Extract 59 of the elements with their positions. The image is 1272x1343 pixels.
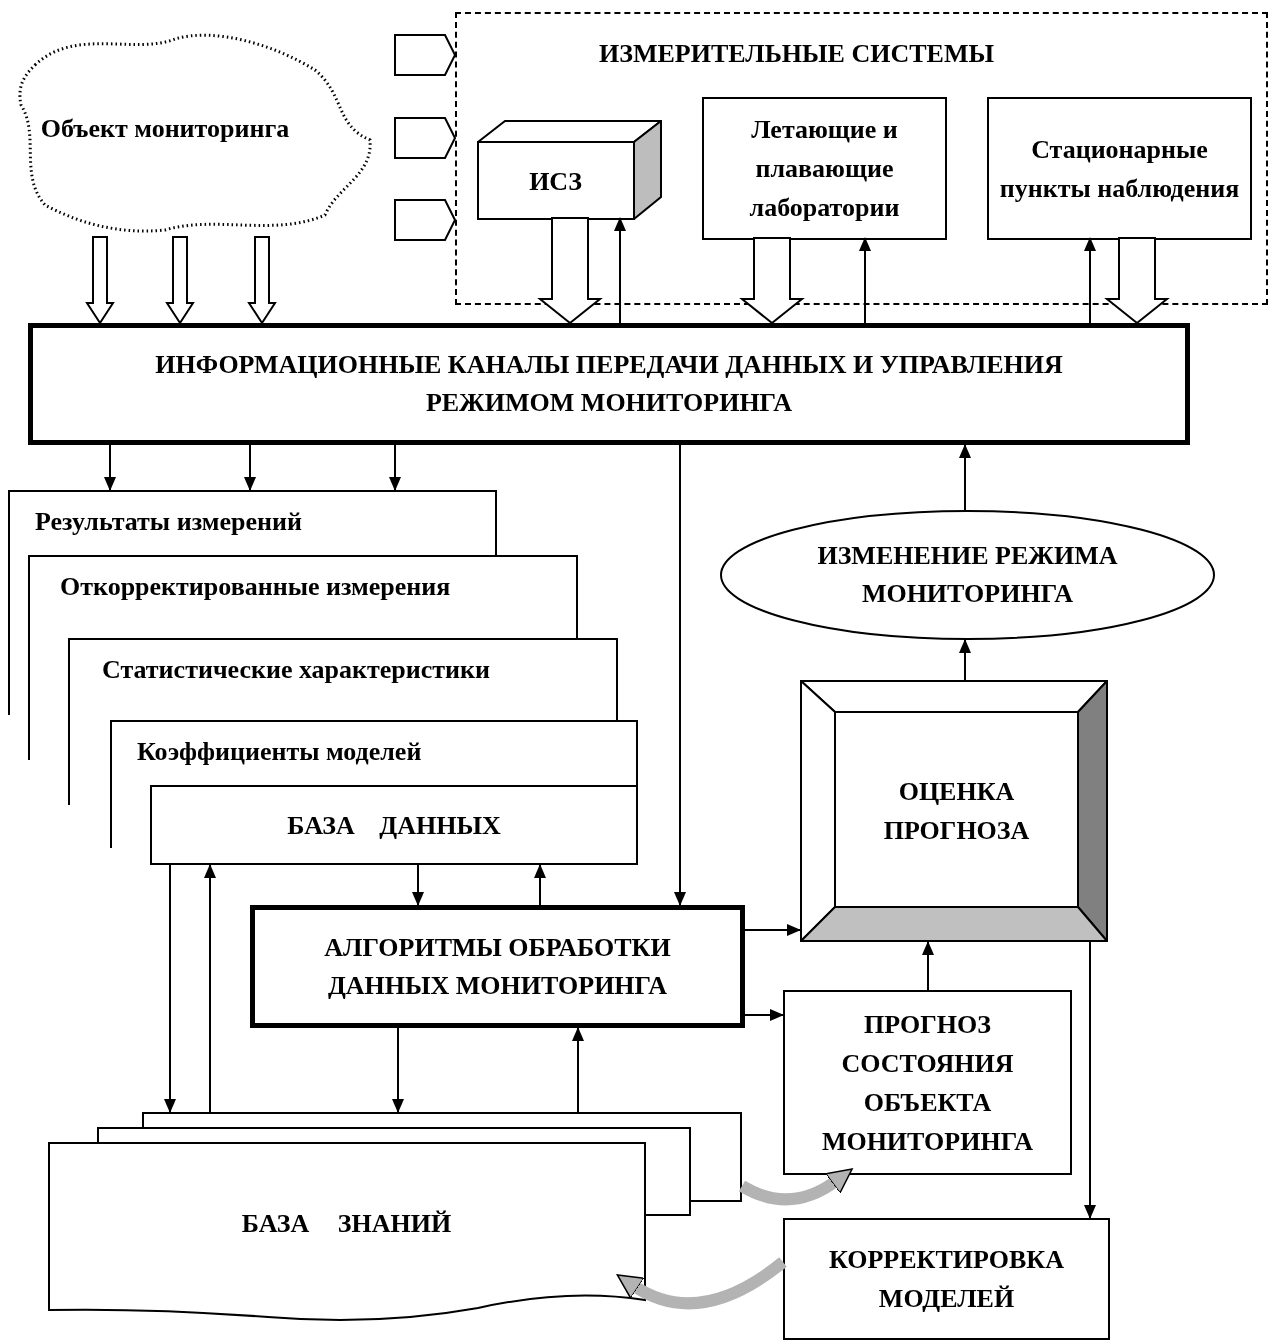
arrow: [412, 864, 424, 906]
process-box: [987, 97, 1252, 240]
arrow: [859, 237, 871, 324]
node-label: ИЗМЕРИТЕЛЬНЫЕ СИСТЕМЫ: [599, 38, 994, 70]
node-label: ОЦЕНКА ПРОГНОЗА: [882, 776, 1031, 847]
arrow: [389, 444, 401, 491]
node-label: Объект мониторинга: [40, 113, 290, 145]
arrow: [959, 444, 971, 511]
arrow: [959, 639, 971, 681]
process-box: [783, 990, 1072, 1175]
process-box: [702, 97, 947, 240]
block-arrow: [165, 236, 195, 325]
stacked-sheet: [110, 720, 638, 785]
block-arrow: [537, 217, 603, 325]
node-label: Результаты измерений: [35, 507, 302, 536]
block-arrow: [394, 117, 457, 159]
arrow: [614, 217, 626, 324]
arrow: [674, 444, 686, 906]
arrow: [204, 864, 216, 1113]
node-label: Летающие и плавающие лаборатории: [748, 114, 901, 224]
stacked-sheet: [8, 490, 497, 555]
node-label: ИСЗ: [529, 165, 582, 198]
node-label: Откорректированные измерения: [60, 572, 451, 601]
node-label: Статистические характеристики: [102, 655, 491, 684]
arrow: [104, 444, 116, 491]
stacked-sheet: [68, 638, 618, 720]
block-arrow: [1104, 237, 1170, 325]
node-label: БАЗА ЗНАНИЙ: [241, 1207, 452, 1240]
process-box: [783, 1218, 1110, 1340]
arrow: [1084, 237, 1096, 324]
arrow: [744, 1009, 784, 1021]
block-arrow: [247, 236, 277, 325]
curved-arrow: [616, 1257, 787, 1310]
node-label: Стационарные пункты наблюдения: [998, 133, 1241, 205]
curved-arrow: [739, 1169, 854, 1206]
group-frame: [455, 12, 1268, 305]
node-label: АЛГОРИТМЫ ОБРАБОТКИ ДАННЫХ МОНИТОРИНГА: [323, 931, 672, 1002]
arrow: [164, 864, 176, 1113]
node-label: Коэффициенты моделей: [137, 737, 422, 766]
process-box: [250, 905, 745, 1028]
arrow: [534, 864, 546, 906]
block-arrow: [85, 236, 115, 325]
arrow: [392, 1027, 404, 1113]
arrow: [744, 924, 801, 936]
block-arrow: [394, 199, 457, 241]
arrow: [922, 941, 934, 991]
process-box: [150, 785, 638, 865]
node-label: КОРРЕКТИРОВКА МОДЕЛЕЙ: [828, 1244, 1065, 1315]
node-label: ИНФОРМАЦИОННЫЕ КАНАЛЫ ПЕРЕДАЧИ ДАННЫХ И УПРАВЛЕНИЯ РЕЖИМОМ МОНИТОРИНГА: [154, 349, 1064, 419]
arrow: [244, 444, 256, 491]
node-label: ПРОГНОЗ СОСТОЯНИЯ ОБЪЕКТА МОНИТОРИНГА: [820, 1008, 1035, 1158]
arrow: [1084, 941, 1096, 1219]
block-arrow: [394, 34, 457, 76]
stacked-sheet: [28, 555, 578, 638]
block-arrow: [739, 237, 805, 325]
node-label: ИЗМЕНЕНИЕ РЕЖИМА МОНИТОРИНГА: [816, 540, 1119, 610]
process-box: [28, 323, 1190, 445]
arrow: [572, 1027, 584, 1113]
node-label: БАЗА ДАННЫХ: [286, 809, 502, 842]
